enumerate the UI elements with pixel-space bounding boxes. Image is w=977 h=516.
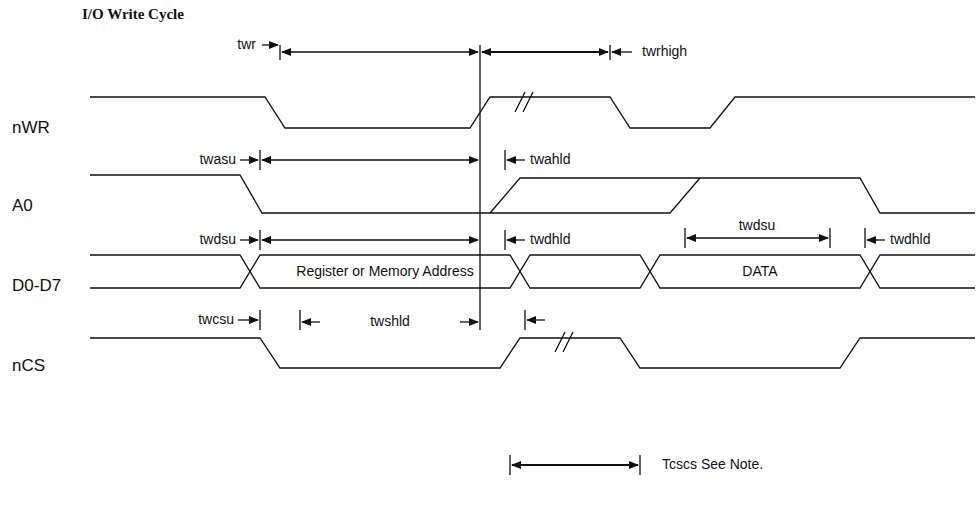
signal-name: nWR [12,119,50,138]
timing-label: twr [235,37,258,52]
signal-name: nCS [12,357,45,376]
bus-value: DATA [742,264,777,279]
timing-label: twcsu [196,312,236,327]
timing-label: twdhld [528,232,572,247]
bus-segment: Register or Memory Address [262,264,508,279]
bus-segment: DATA [662,264,858,279]
bus-value: Register or Memory Address [296,264,473,279]
timing-label: twshld [368,314,412,329]
timing-label: twdsu [197,232,238,247]
timing-label: twdhld [888,232,932,247]
timing-label: twdsu [737,218,778,233]
signal-name: D0-D7 [12,277,61,296]
timing-label: twahld [528,152,572,167]
signal-name: A0 [12,197,33,216]
diagram-title: I/O Write Cycle [82,6,184,23]
timing-label: twrhigh [640,44,689,59]
timing-note: Tcscs See Note. [660,457,765,472]
timing-label: twasu [197,152,238,167]
